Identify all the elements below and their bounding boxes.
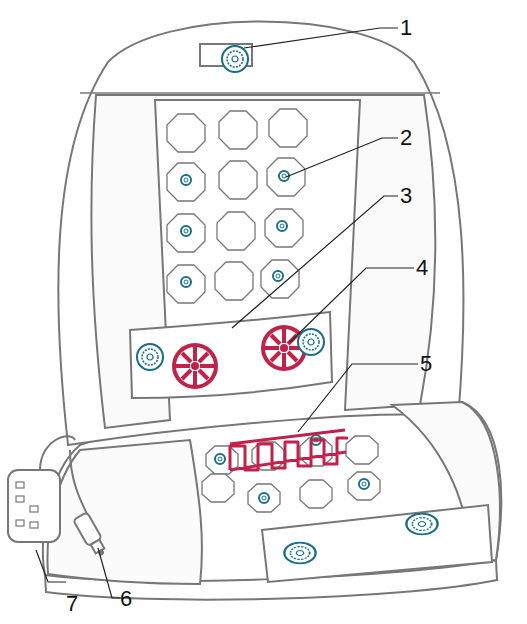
callout-number: 1 (400, 17, 412, 39)
callout-number: 6 (120, 588, 132, 610)
callout-number: 4 (416, 257, 428, 279)
callout-number: 5 (420, 353, 432, 375)
callout-number: 7 (66, 593, 78, 615)
callout-number: 2 (400, 127, 412, 149)
callout-number: 3 (400, 185, 412, 207)
